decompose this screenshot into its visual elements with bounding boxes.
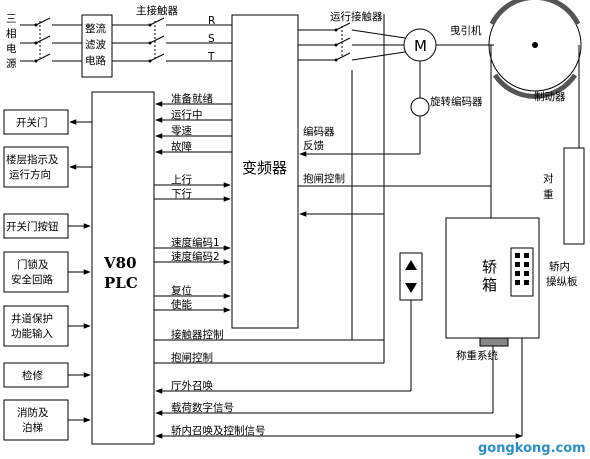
- brake-label: 制动器: [534, 90, 566, 103]
- motor-label: M: [414, 37, 427, 55]
- plc-box: [91, 91, 155, 445]
- inspection-label: 检修: [22, 369, 43, 382]
- left-io-boxes: [3, 109, 92, 441]
- plc-to-inverter-signals: [154, 182, 231, 313]
- car-call-label: 轿内召唤及控制信号: [171, 424, 266, 437]
- brake-control-inv-label: 抱闸控制: [303, 172, 345, 185]
- door-lock-safety-box: [3, 251, 69, 293]
- main-contactor-label: 主接触器: [136, 4, 178, 17]
- encoder-feedback-label-2: 反馈: [303, 139, 324, 152]
- run-contactor-label: 运行接触器: [330, 10, 383, 23]
- floor-indicator-label-1: 楼层指示及: [6, 153, 59, 166]
- plc-label-1: V80: [103, 254, 137, 272]
- door-lock-label-2: 安全回路: [11, 273, 53, 286]
- fire-parking-label-2: 泊梯: [22, 421, 43, 434]
- weighing-sensor: [479, 337, 509, 347]
- reset-label: 复位: [171, 284, 192, 297]
- rectifier-label-1: 整流: [85, 22, 106, 35]
- counterweight-box: [563, 147, 585, 245]
- phase-r-label: R: [208, 15, 215, 27]
- counterweight-label-1: 对: [543, 172, 554, 185]
- rectifier-label-2: 滤波: [85, 38, 106, 51]
- door-open-close-box: [3, 109, 69, 135]
- inverter-label: 变频器: [242, 159, 287, 177]
- hall-call-label: 厅外召唤: [171, 379, 213, 392]
- car-panel-buttons: [515, 253, 529, 285]
- brake-control-label: 抱闸控制: [171, 351, 213, 364]
- counterweight-label-2: 重: [543, 188, 554, 201]
- main-contactor-lines: [112, 17, 232, 63]
- weighing-label: 称重系统: [456, 349, 498, 362]
- traction-sheave: [488, 0, 582, 99]
- watermark: gongkong.com: [478, 441, 586, 456]
- fault-label: 故障: [171, 140, 192, 153]
- floor-indicator-label-2: 运行方向: [9, 168, 51, 181]
- inverter-box: [231, 14, 299, 329]
- inspection-box: [3, 362, 69, 388]
- encoder-label: 旋转编码器: [430, 95, 483, 108]
- shaft-protection-label-2: 功能输入: [11, 327, 53, 340]
- car-panel-label-2: 操纵板: [546, 275, 578, 288]
- up-arrow-icon: [405, 260, 417, 270]
- traction-machine-label: 曳引机: [450, 24, 482, 37]
- car-label-1: 轿: [482, 258, 497, 276]
- down-label: 下行: [171, 187, 192, 200]
- contactor-control-label: 接触器控制: [171, 328, 224, 341]
- car-panel-label-1: 轿内: [549, 260, 570, 273]
- zero-speed-label: 零速: [171, 125, 192, 137]
- shaft-protection-box: [3, 305, 69, 347]
- run-contactor-lines: [298, 22, 406, 62]
- plc-signal-lines: [154, 211, 523, 439]
- inverter-output-signals: [155, 101, 232, 155]
- speed-code-2-label: 速度编码2: [171, 250, 220, 263]
- phase-t-label: T: [207, 51, 215, 63]
- car-label-2: 箱: [482, 276, 497, 294]
- three-phase-power-label: 三 相 电 源: [6, 13, 17, 70]
- fire-parking-box: [3, 399, 69, 441]
- door-lock-label-1: 门锁及: [17, 258, 49, 271]
- load-signal-label: 载荷数字信号: [171, 401, 234, 414]
- up-label: 上行: [171, 173, 192, 186]
- svg-text:相: 相: [6, 27, 17, 40]
- svg-text:三: 三: [6, 13, 17, 25]
- svg-text:源: 源: [6, 57, 17, 70]
- fire-parking-label-1: 消防及: [17, 406, 49, 419]
- down-arrow-icon: [405, 283, 417, 293]
- phase-s-label: S: [208, 33, 215, 45]
- door-button-box: [3, 213, 69, 239]
- hall-call-button: [399, 252, 423, 301]
- speed-code-1-label: 速度编码1: [171, 236, 220, 249]
- shaft-protection-label-1: 井道保护: [11, 312, 53, 325]
- door-open-close-label: 开关门: [16, 116, 48, 129]
- ready-label: 准备就绪: [171, 92, 213, 105]
- enable-label: 使能: [171, 298, 192, 311]
- running-label: 运行中: [171, 108, 203, 121]
- rotary-encoder: [410, 97, 430, 117]
- car-operating-panel: [510, 247, 534, 297]
- input-switches: [20, 17, 82, 63]
- floor-indicator-box: [3, 146, 69, 188]
- encoder-feedback-label-1: 编码器: [303, 125, 335, 138]
- rectifier-filter-box: [81, 14, 113, 78]
- rectifier-label-3: 电路: [85, 54, 106, 67]
- svg-text:电: 电: [6, 42, 17, 55]
- door-button-label: 开关门按钮: [6, 220, 59, 233]
- plc-label-2: PLC: [104, 274, 138, 292]
